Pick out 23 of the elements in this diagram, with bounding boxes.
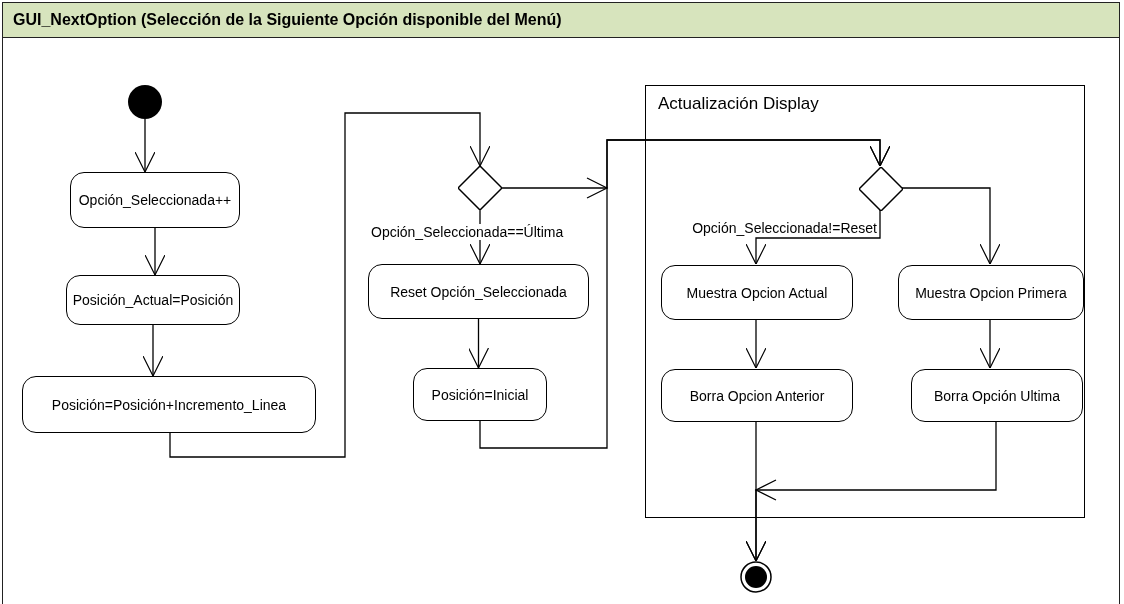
action-box — [661, 369, 853, 422]
action-text: Posición=Inicial — [431, 386, 529, 403]
action-text: Posición_Actual=Posición — [72, 292, 234, 308]
action-text: Borra Opción Ultima — [933, 387, 1060, 404]
action-text: Reset Opción_Seleccionada — [390, 283, 567, 300]
action-text: Borra Opcion Anterior — [689, 387, 825, 404]
action-text: Posición=Posición+Incremento_Linea — [51, 396, 287, 413]
partition-title: Actualización Display — [658, 94, 819, 114]
action-text: Muestra Opcion Primera — [915, 284, 1067, 301]
guard-label: Opción_Seleccionada==Última — [370, 224, 565, 240]
action-text: Opción_Seleccionada++ — [78, 192, 232, 208]
action-box — [911, 369, 1083, 422]
action-box — [66, 275, 240, 325]
action-box — [368, 264, 589, 319]
action-text: Muestra Opcion Actual — [686, 284, 828, 301]
guard-label: Opción_Seleccionada!=Reset — [691, 220, 878, 236]
action-box — [70, 172, 240, 228]
action-box — [661, 265, 853, 320]
action-box — [22, 376, 316, 433]
action-box — [413, 368, 547, 421]
diagram-title: GUI_NextOption (Selección de la Siguiente Opción disponible del Menú) — [13, 11, 562, 29]
partition-frame — [645, 85, 1085, 518]
action-box — [898, 265, 1084, 320]
